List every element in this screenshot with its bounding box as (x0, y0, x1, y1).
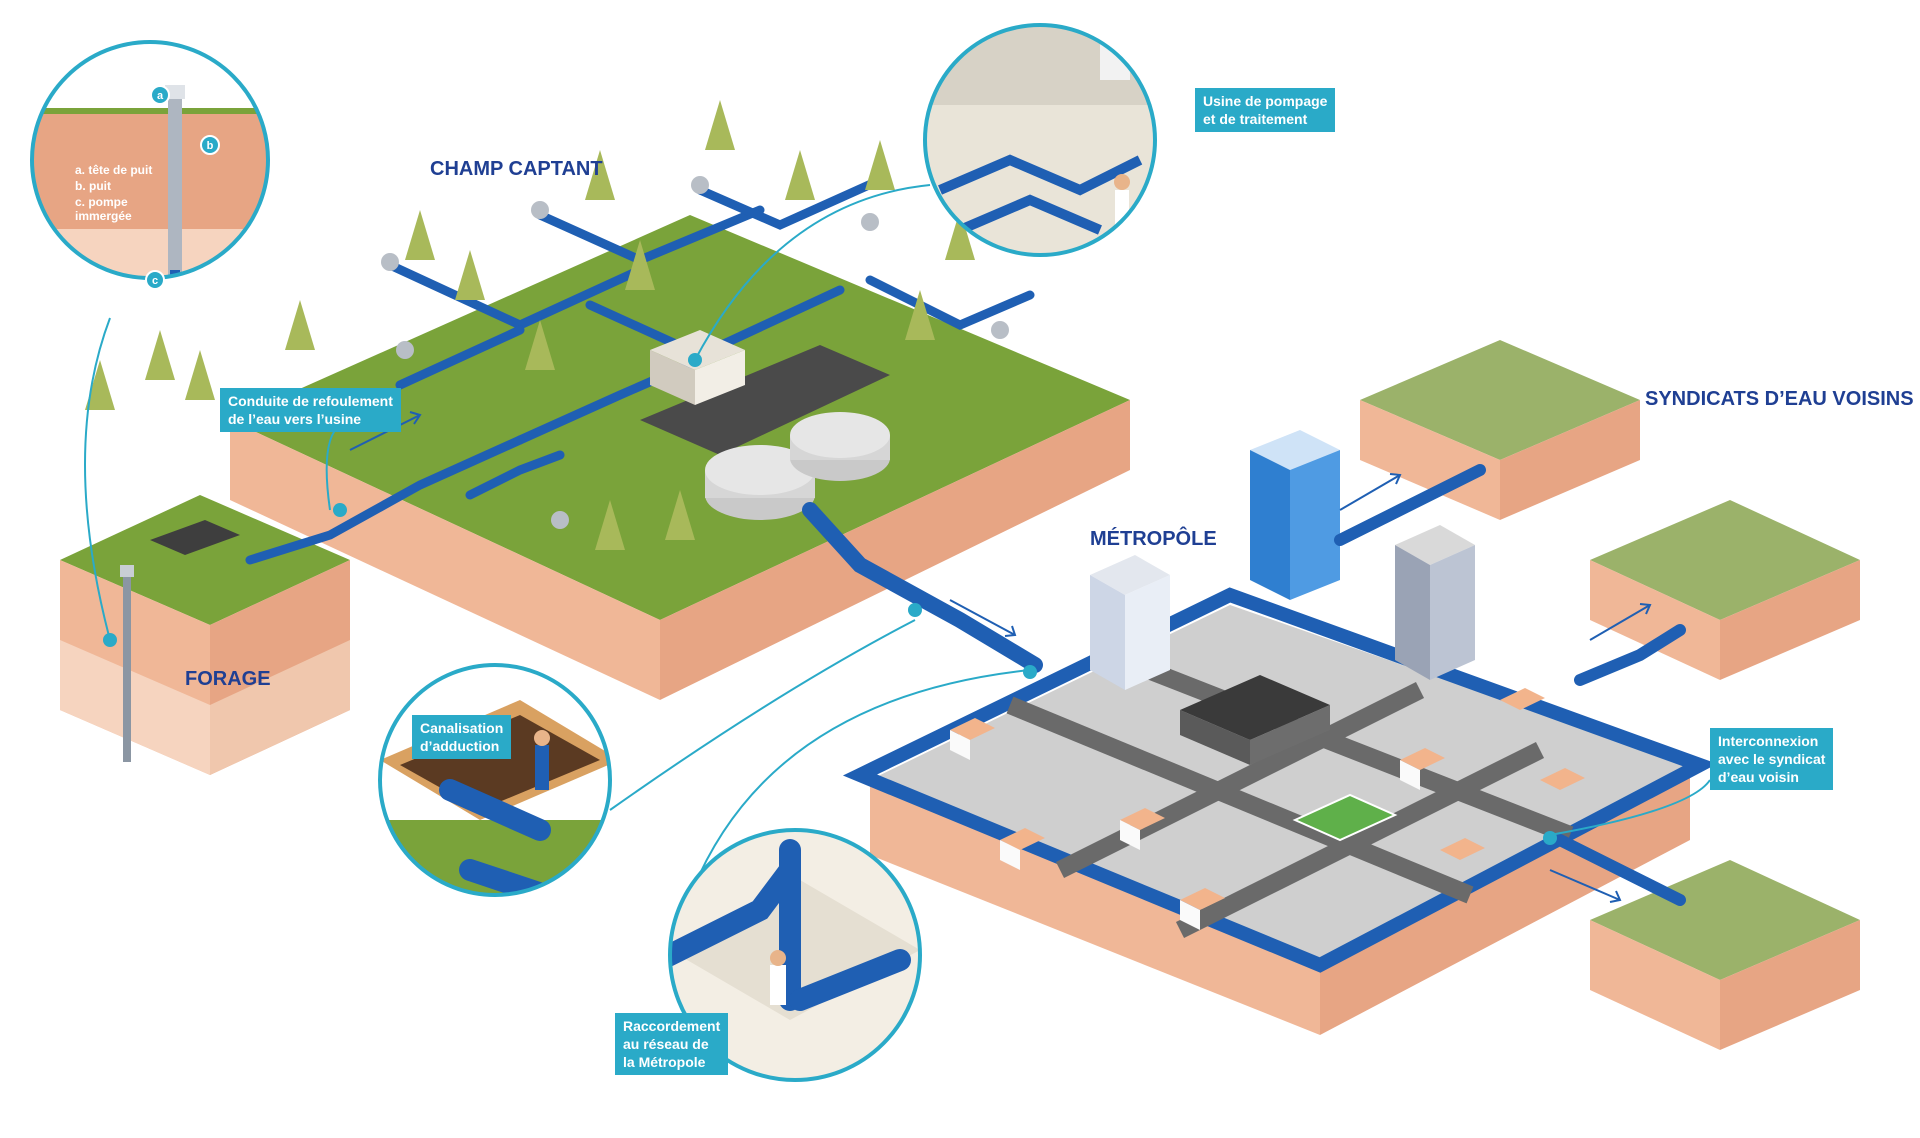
callout-dots (103, 353, 1557, 845)
label-usine-pompage: Usine de pompage et de traitement (1195, 88, 1336, 132)
well-marker-a: a (157, 90, 164, 102)
title-metropole: MÉTROPÔLE (1090, 526, 1217, 550)
label-canalisation-adduction: Canalisation d’adduction (412, 715, 512, 759)
usine-inset (923, 23, 1157, 257)
well-section-inset: a b c (30, 40, 270, 290)
label-interconnexion: Interconnexion avec le syndicat d’eau vo… (1710, 728, 1834, 790)
well-marker-c: c (152, 275, 158, 287)
syndicat-block-top (1360, 340, 1640, 520)
label-conduite-refoulement: Conduite de refoulement de l’eau vers l’… (220, 388, 401, 432)
champ-captant-block (85, 100, 1130, 700)
syndicat-block-bottom (1590, 860, 1860, 1050)
well-legend-c: c. pompe immergée (75, 195, 132, 223)
callout-lines (84, 184, 1711, 926)
title-champ-captant: CHAMP CAPTANT (430, 158, 603, 180)
well-legend-a: a. tête de puit (75, 163, 153, 177)
flow-arrows (349, 411, 1652, 903)
canalisation-inset (378, 663, 612, 897)
well-marker-b: b (207, 140, 214, 152)
metropole-block (842, 430, 1718, 1035)
title-syndicats: SYNDICATS D’EAU VOISINS (1645, 388, 1914, 410)
title-forage: FORAGE (185, 668, 271, 690)
interconnection-pipes (1334, 464, 1686, 906)
well-legend-b: b. puit (75, 179, 111, 193)
trunk-pipe (802, 502, 1043, 673)
label-raccordement: Raccordement au réseau de la Métropole (615, 1013, 729, 1075)
forage-block (60, 495, 350, 775)
syndicat-block-middle (1590, 500, 1860, 680)
raccordement-inset (668, 828, 922, 1082)
